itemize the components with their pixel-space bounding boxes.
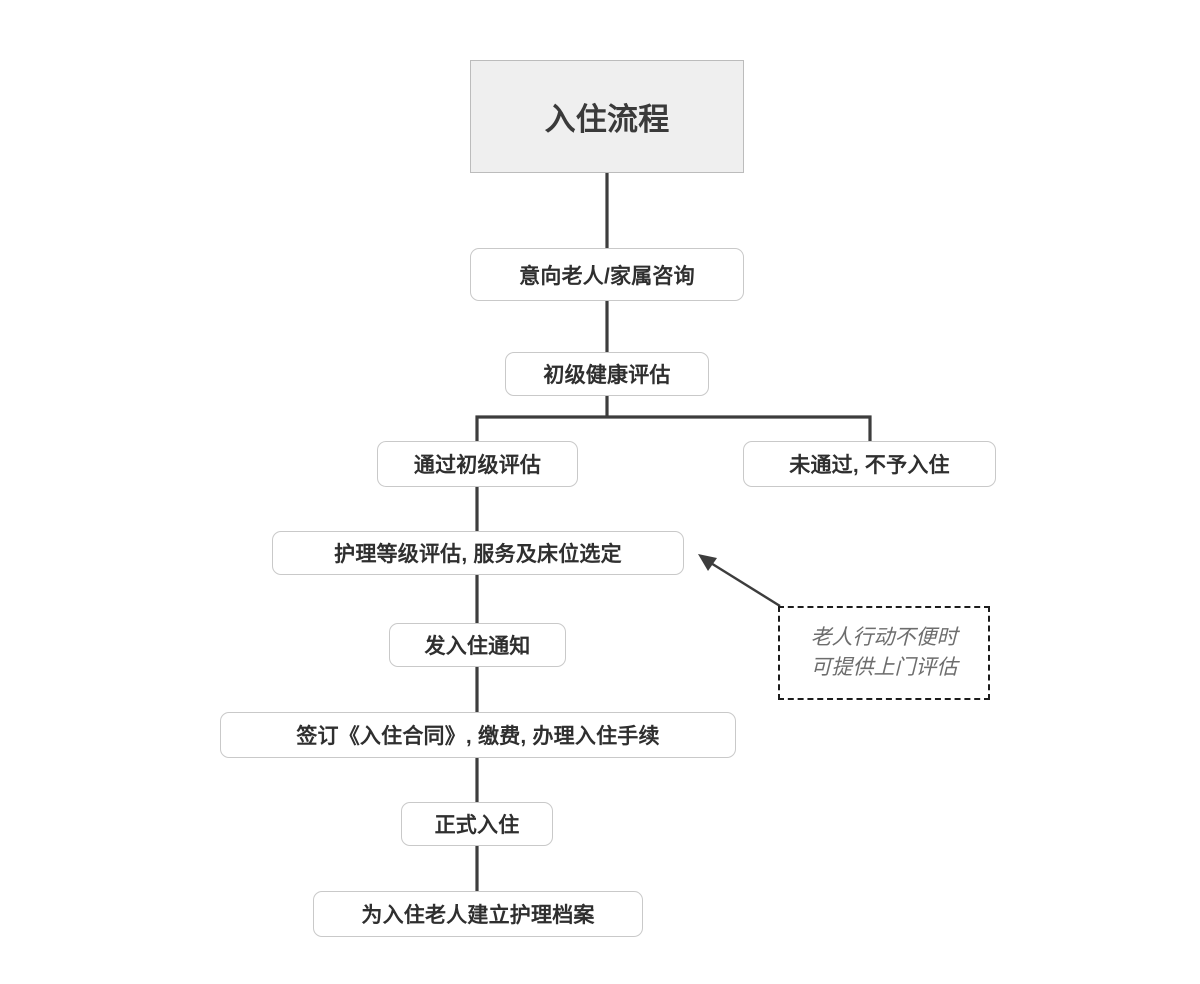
node-record[interactable]: 为入住老人建立护理档案 xyxy=(313,891,643,937)
annotation-home-assessment[interactable]: 老人行动不便时 可提供上门评估 xyxy=(778,606,990,700)
annotation-line-1: 老人行动不便时 xyxy=(810,626,958,650)
node-movein[interactable]: 正式入住 xyxy=(401,802,553,846)
node-pass-label: 通过初级评估 xyxy=(413,454,542,477)
node-assess[interactable]: 初级健康评估 xyxy=(505,352,709,396)
node-fail[interactable]: 未通过, 不予入住 xyxy=(743,441,996,487)
node-movein-label: 正式入住 xyxy=(434,814,520,837)
annotation-arrowhead xyxy=(698,554,717,571)
node-notice-label: 发入住通知 xyxy=(424,635,531,658)
node-pass[interactable]: 通过初级评估 xyxy=(377,441,578,487)
node-title[interactable]: 入住流程 xyxy=(470,60,744,173)
node-care-level-label: 护理等级评估, 服务及床位选定 xyxy=(334,543,622,566)
node-fail-label: 未通过, 不予入住 xyxy=(789,454,950,477)
node-care-level[interactable]: 护理等级评估, 服务及床位选定 xyxy=(272,531,684,575)
node-consult[interactable]: 意向老人/家属咨询 xyxy=(470,248,744,301)
node-contract-label: 签订《入住合同》, 缴费, 办理入住手续 xyxy=(296,725,660,748)
node-record-label: 为入住老人建立护理档案 xyxy=(361,904,595,927)
node-consult-label: 意向老人/家属咨询 xyxy=(519,264,695,288)
node-notice[interactable]: 发入住通知 xyxy=(389,623,566,667)
annotation-arrow xyxy=(705,558,781,608)
node-contract[interactable]: 签订《入住合同》, 缴费, 办理入住手续 xyxy=(220,712,736,758)
node-title-label: 入住流程 xyxy=(544,102,670,137)
annotation-line-2: 可提供上门评估 xyxy=(810,656,958,679)
node-assess-label: 初级健康评估 xyxy=(543,364,671,387)
